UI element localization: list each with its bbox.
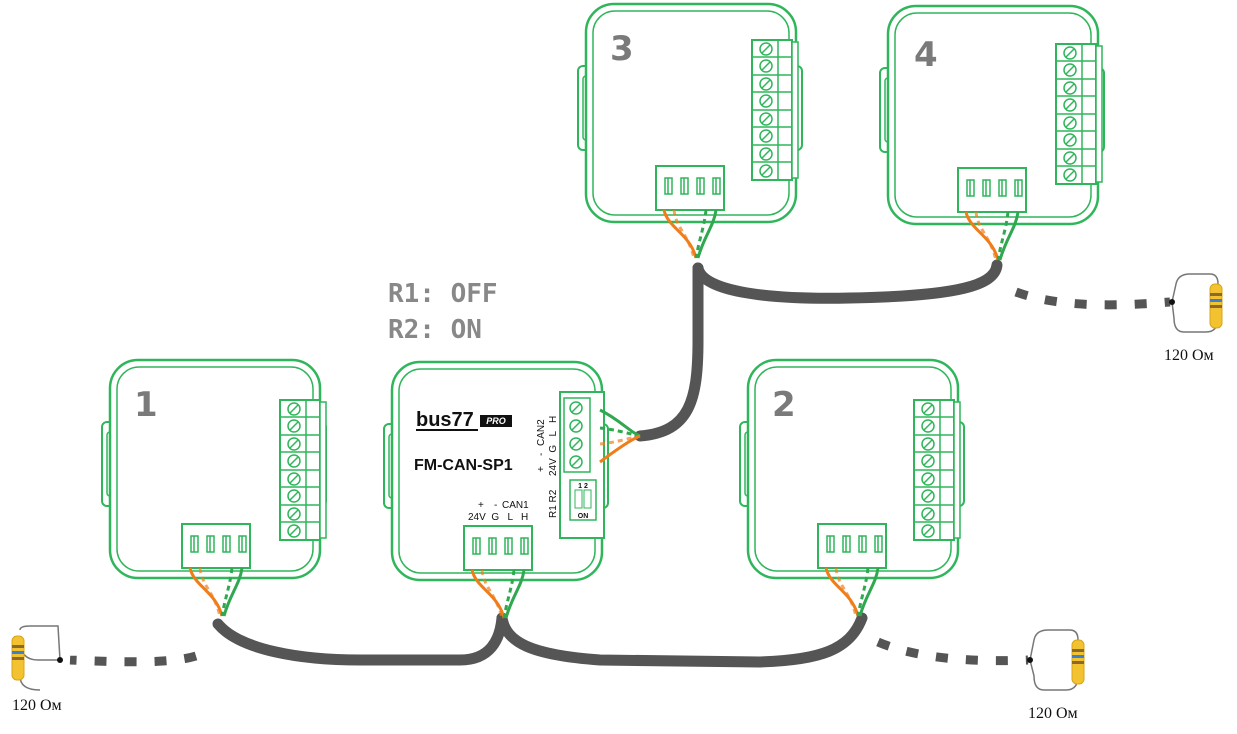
module-2-label: 2 — [772, 385, 796, 425]
module-2: 2 — [738, 358, 966, 618]
terminator-bottom-right-label: 120 Ом — [1028, 705, 1078, 722]
can1-pins: 24V G L H — [468, 512, 528, 523]
module-3: 3 — [576, 2, 804, 260]
module-4-label: 4 — [914, 35, 938, 75]
can2-pins: 24V G L H — [548, 416, 559, 476]
can1-minus: - — [494, 500, 497, 511]
module-3-label: 3 — [610, 29, 634, 69]
can-trunk-cable — [69, 612, 1029, 668]
brand-logo: bus77 PRO — [416, 409, 512, 431]
switch-label: R1 R2 — [548, 489, 559, 518]
can2-trunk-cable — [634, 259, 1171, 442]
dip-switch-on-label: ON — [578, 513, 589, 520]
dip-switch[interactable]: 1 2 ON — [569, 479, 597, 521]
model-name: FM-CAN-SP1 — [414, 457, 513, 474]
terminator-left-label: 120 Ом — [12, 697, 62, 714]
dip-switch-marks: 1 2 — [578, 483, 588, 490]
module-1-label: 1 — [134, 385, 158, 425]
hub-can2-wires — [599, 408, 641, 464]
hub-fm-can-sp1: 1 2 ON bus77 PRO FM-CAN-SP1 + - CAN1 24V… — [382, 360, 610, 620]
can2-minus: - — [536, 453, 547, 456]
brand-name: bus77 — [416, 409, 474, 431]
r2-setting: R2: ON — [388, 315, 482, 345]
terminator-top-right: 120 Ом — [1164, 273, 1223, 364]
module-1: 1 — [100, 358, 328, 618]
can1-plus: + — [478, 500, 484, 511]
terminator-top-right-label: 120 Ом — [1164, 347, 1214, 364]
terminator-left: 120 Ом — [11, 625, 63, 714]
module-4: 4 — [878, 4, 1106, 262]
r1-setting: R1: OFF — [388, 279, 498, 309]
brand-badge: PRO — [486, 416, 506, 426]
can2-plus: + — [536, 466, 547, 472]
can1-name: CAN1 — [502, 500, 529, 511]
terminator-bottom-right: 120 Ом — [1027, 629, 1085, 722]
can2-name: CAN2 — [536, 419, 547, 446]
